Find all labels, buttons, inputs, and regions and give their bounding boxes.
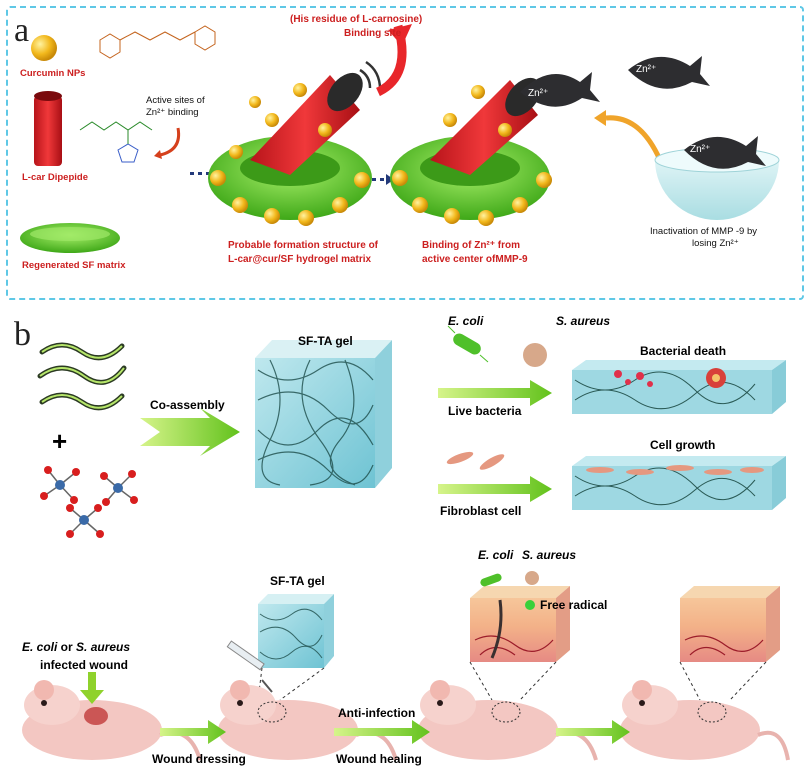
zoom-lines [257,661,767,701]
skin-infected-icon [470,586,570,662]
dressing-arrow-icon [160,720,226,744]
infected-label-2: infected wound [40,658,128,672]
free-radical-label: Free radical [540,598,608,612]
curcumin-structure-icon [99,25,216,59]
bacterial-death-slab-icon [572,360,786,414]
infected-saureus-text: S. aureus [76,640,131,654]
hydrogel-structure-2: Zn²⁺ [390,72,600,226]
infected-label-1: E. coli or S. aureus [22,640,130,654]
saureus-icon [523,343,547,367]
binding-zn-label-1: Binding of Zn²⁺ from [422,240,521,251]
mouse-icon-1 [22,680,202,761]
ecoli-icon-2 [480,573,502,587]
fibroblast-icon [446,451,505,470]
fish-zn-icon-1 [520,72,600,107]
inactivation-label-1: Inactivation of MMP -9 by [650,226,758,237]
sfta-gel-label: SF-TA gel [298,334,353,348]
svg-text:Zn²⁺: Zn²⁺ [528,88,548,99]
sfta-gel-cube-small-icon [258,594,334,668]
saureus-label-2: S. aureus [522,548,577,562]
sfta-gel-cube-icon [255,340,392,488]
anti-infection-label: Anti-infection [338,706,416,720]
healing-arrow-icon [556,720,630,744]
bacterial-death-label: Bacterial death [640,344,727,358]
wound-healing-label: Wound healing [336,752,422,766]
curcumin-label: Curcumin NPs [20,68,86,79]
formation-label-2: L-car@cur/SF hydrogel matrix [228,254,372,265]
live-bacteria-arrow-icon [438,380,552,406]
infection-arrow-icon [80,672,104,704]
anti-infection-arrow-icon [334,720,430,744]
hydrogel-structure-1 [208,24,412,226]
active-sites-label-2: Zn²⁺ binding [146,107,199,118]
lcar-label: L-car Dipepide [22,172,88,183]
mouse-icon-2 [218,680,398,761]
syringe-icon [226,640,273,693]
panel-a-letter: a [14,12,30,49]
sfta-gel-label-2: SF-TA gel [270,574,325,588]
cell-growth-label: Cell growth [650,438,716,452]
fibroblast-label: Fibroblast cell [440,504,522,518]
saureus-label: S. aureus [556,314,611,328]
fish-zn-icon-2 [628,56,710,89]
inactivation-label-2: losing Zn²⁺ [692,238,739,249]
saureus-icon-2 [525,571,539,585]
return-arrow-icon [605,115,663,162]
fish-zn-icon-3 [684,136,766,169]
binding-site-label: Binding site [344,28,402,39]
mouse-icon-4 [620,680,790,761]
lcar-tube-icon [34,96,62,166]
infected-ecoli-text: E. coli [22,640,58,654]
binding-zn-label-2: active center ofMMP-9 [422,254,528,265]
coassembly-arrow-icon [140,408,240,456]
active-sites-label-1: Active sites of [146,95,205,106]
coassembly-label: Co-assembly [150,398,225,412]
lcar-structure-icon [79,121,153,163]
ecoli-icon [447,325,489,363]
infected-or-text: or [57,640,77,654]
ecoli-label-2: E. coli [478,548,514,562]
cell-growth-slab-icon [572,456,786,510]
panel-b-letter: b [14,316,31,353]
his-residue-label: (His residue of L-carnosine) [290,14,423,25]
active-site-arrow-icon [159,127,181,157]
sf-matrix-label: Regenerated SF matrix [22,260,126,271]
tannic-acid-icon [40,466,138,538]
plus-sign: + [52,426,68,456]
mouse-icon-3 [418,680,598,761]
ecoli-label: E. coli [448,314,484,328]
curcumin-np-icon [31,35,57,61]
wound-dressing-label: Wound dressing [152,752,246,766]
skin-healed-icon [680,586,780,662]
formation-label-1: Probable formation structure of [228,240,379,251]
live-bacteria-label: Live bacteria [448,404,522,418]
svg-text:Zn²⁺: Zn²⁺ [636,64,656,75]
svg-text:Zn²⁺: Zn²⁺ [690,144,710,155]
free-radical-icon [525,600,535,610]
fibroblast-arrow-icon [438,476,552,502]
